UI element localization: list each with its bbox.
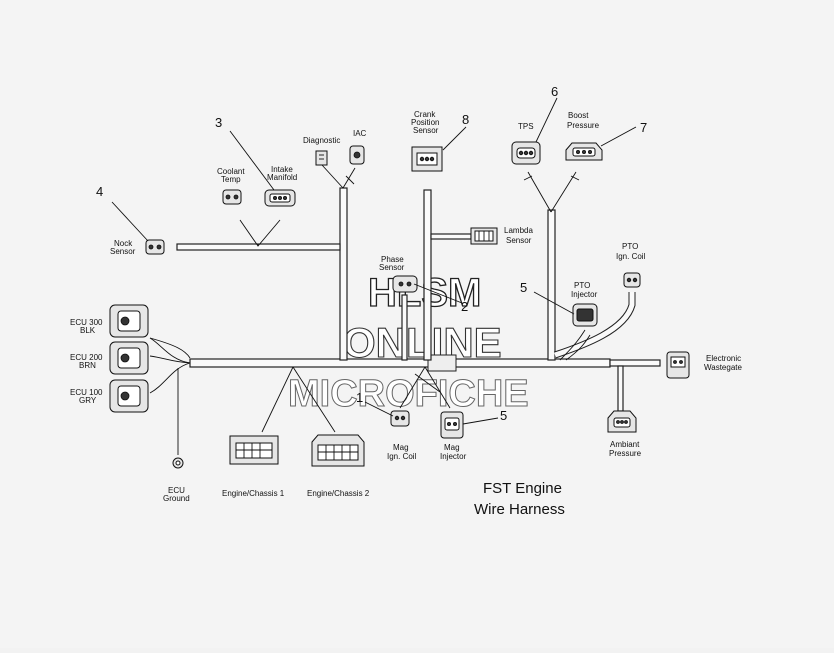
mag-injector-connector bbox=[440, 411, 464, 439]
label-crank-1: Crank bbox=[414, 110, 436, 119]
label-coolant-temp-1: Coolant bbox=[217, 167, 245, 176]
label-ecu-ground-2: Ground bbox=[163, 494, 190, 503]
label-mag-coil-2: Ign. Coil bbox=[387, 452, 417, 461]
callout-1: 1 bbox=[356, 390, 363, 405]
engine-chassis-1-connector bbox=[229, 435, 279, 465]
label-mag-injector-1: Mag bbox=[444, 443, 460, 452]
crank-sensor-branch bbox=[423, 189, 432, 361]
engine-chassis-2-connector bbox=[311, 434, 365, 467]
label-ambiant-2: Pressure bbox=[609, 449, 642, 458]
label-iac: IAC bbox=[353, 129, 367, 138]
wastegate-branch bbox=[609, 359, 661, 367]
mag-ign-coil-connector bbox=[390, 410, 410, 427]
label-ecu200-1: ECU 200 bbox=[70, 353, 103, 362]
label-ecu300-2: BLK bbox=[80, 326, 96, 335]
label-lambda-1: Lambda bbox=[504, 226, 533, 235]
label-ecu300-1: ECU 300 bbox=[70, 318, 103, 327]
label-intake-manifold-2: Manifold bbox=[267, 173, 297, 182]
label-mag-injector-2: Injector bbox=[440, 452, 467, 461]
label-coolant-temp-2: Temp bbox=[221, 175, 241, 184]
label-pto-coil-1: PTO bbox=[622, 242, 638, 251]
label-pto-injector-1: PTO bbox=[574, 281, 590, 290]
label-lambda-2: Sensor bbox=[506, 236, 532, 245]
electronic-wastegate-connector bbox=[666, 351, 690, 379]
label-tps: TPS bbox=[518, 122, 534, 131]
label-phase-2: Sensor bbox=[379, 263, 405, 272]
diagnostic-connector bbox=[315, 150, 328, 166]
coolant-temp-connector bbox=[222, 189, 242, 205]
label-phase-1: Phase bbox=[381, 255, 404, 264]
phase-sensor-branch bbox=[401, 294, 408, 361]
callout-3: 3 bbox=[215, 115, 222, 130]
knock-sensor-connector bbox=[145, 239, 165, 255]
knock-sensor-branch bbox=[176, 243, 341, 251]
label-ecu100-2: GRY bbox=[79, 396, 97, 405]
label-ecu200-2: BRN bbox=[79, 361, 96, 370]
ecu200-lead bbox=[149, 355, 191, 364]
ecu-300-connector bbox=[109, 304, 149, 338]
iac-connector bbox=[349, 145, 365, 165]
phase-sensor-connector bbox=[392, 275, 418, 293]
coolant-intake-split bbox=[239, 219, 281, 247]
label-boost-1: Boost bbox=[568, 111, 589, 120]
pto-injector-connector bbox=[572, 303, 598, 327]
ecu100-lead bbox=[149, 362, 191, 394]
ecu-200-connector bbox=[109, 341, 149, 375]
label-intake-manifold-1: Intake bbox=[271, 165, 293, 174]
lambda-sensor-connector bbox=[470, 227, 498, 245]
tps-connector bbox=[511, 141, 541, 165]
label-crank-3: Sensor bbox=[413, 126, 439, 135]
label-boost-2: Pressure bbox=[567, 121, 600, 130]
lambda-branch bbox=[430, 233, 472, 240]
label-ecu100-1: ECU 100 bbox=[70, 388, 103, 397]
tps-boost-branch bbox=[547, 209, 556, 361]
main-harness-trunk bbox=[189, 358, 611, 368]
label-engine-chassis-2: Engine/Chassis 2 bbox=[307, 489, 370, 498]
label-pto-coil-2: Ign. Coil bbox=[616, 252, 646, 261]
diagram-title-line2: Wire Harness bbox=[474, 501, 565, 518]
iac-branch bbox=[339, 187, 348, 361]
label-knock-2: Sensor bbox=[110, 247, 136, 256]
label-crank-2: Position bbox=[411, 118, 439, 127]
label-ambiant-1: Ambiant bbox=[610, 440, 640, 449]
harness-junction-block bbox=[427, 354, 457, 372]
label-pto-injector-2: Injector bbox=[571, 290, 598, 299]
label-mag-coil-1: Mag bbox=[393, 443, 409, 452]
callout-5-mag: 5 bbox=[500, 408, 507, 423]
crank-sensor-connector bbox=[411, 146, 443, 172]
callout-4: 4 bbox=[96, 184, 103, 199]
pto-ign-coil-connector bbox=[623, 272, 641, 288]
ecu300-lead bbox=[149, 337, 191, 364]
callout-7: 7 bbox=[640, 120, 647, 135]
ecu-ground-terminal bbox=[172, 457, 184, 469]
diagram-title-line1: FST Engine bbox=[483, 480, 562, 497]
callout-8: 8 bbox=[462, 112, 469, 127]
callout-2: 2 bbox=[461, 299, 468, 314]
label-diagnostic: Diagnostic bbox=[303, 136, 340, 145]
ecu-100-connector bbox=[109, 379, 149, 413]
label-wastegate-1: Electronic bbox=[706, 354, 741, 363]
label-wastegate-2: Wastegate bbox=[704, 363, 742, 372]
ambiant-pressure-connector bbox=[607, 410, 637, 433]
intake-manifold-connector bbox=[264, 189, 296, 207]
ecu-lead-outline bbox=[149, 337, 191, 359]
callout-6: 6 bbox=[551, 84, 558, 99]
label-ecu-ground-1: ECU bbox=[168, 486, 185, 495]
label-engine-chassis-1: Engine/Chassis 1 bbox=[222, 489, 285, 498]
label-knock-1: Nock bbox=[114, 239, 133, 248]
ambiant-branch bbox=[617, 365, 624, 412]
boost-pressure-connector bbox=[565, 142, 603, 161]
callout-5-pto: 5 bbox=[520, 280, 527, 295]
